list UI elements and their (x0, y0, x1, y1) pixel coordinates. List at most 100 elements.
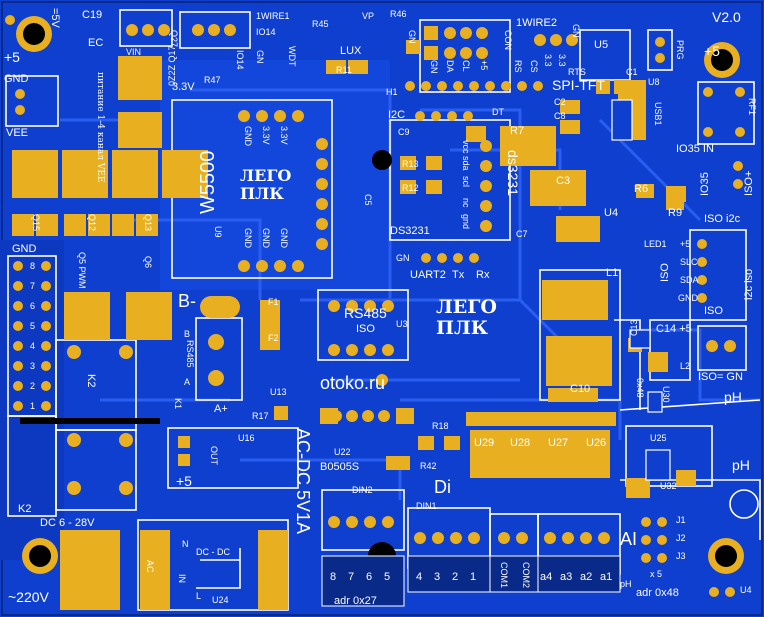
onewire1-label: 1WIRE1 (256, 11, 290, 21)
ph-right-label: pH (732, 457, 750, 473)
din-5-label: 5 (384, 571, 391, 583)
u28-label: U28 (510, 437, 531, 449)
c8-label: C8 (554, 111, 566, 121)
sda-label: sda (461, 156, 471, 171)
rf1-label: RF1 (747, 98, 757, 116)
vp-label: VP (362, 11, 375, 21)
k2-label-b: K2 (18, 503, 32, 515)
gn-uart-label: GN (396, 253, 410, 263)
r9-label: R9 (668, 207, 683, 219)
din1-label: DIN1 (416, 501, 437, 511)
gnd-iso-label: GND (678, 293, 698, 303)
ph-bottom-label: pH (620, 579, 632, 589)
a3-label: a3 (560, 571, 573, 583)
v33-w1-label: 3.3V (261, 126, 271, 145)
site-label: otoko.ru (320, 373, 386, 393)
j2-label: J2 (676, 533, 686, 543)
k1-label: K1 (173, 398, 183, 410)
din2-label: DIN2 (352, 485, 373, 495)
u32-label: U32 (660, 481, 677, 491)
io35-label: IO35 (699, 172, 711, 196)
gnd-label-c: GN (429, 60, 439, 74)
q17-label: 0Z2Z Q17 (167, 45, 177, 86)
ph-top-label: pH (724, 389, 742, 405)
dt-label: DT (492, 107, 504, 117)
con-label: CON (503, 30, 513, 50)
r17-label: R17 (252, 411, 269, 421)
rs485-label: RS485 (344, 305, 387, 321)
plus5-acdc-label: +5 (176, 473, 192, 489)
c19-label: C19 (82, 9, 103, 21)
screw-terminals (321, 555, 621, 607)
usb1-label: USB1 (653, 102, 663, 126)
q5-pwm-label: Q5 PWM (77, 252, 87, 289)
side-3-label: 3 (30, 361, 36, 371)
k2-label-a: K2 (85, 374, 97, 388)
vin-label: VIN (126, 47, 142, 57)
c7-label: C7 (516, 229, 528, 239)
side-7-label: 7 (30, 281, 36, 291)
r47-label: R47 (204, 75, 221, 85)
x48-label: 0x48 (635, 378, 645, 398)
logo-lego-plk-top: ЛЕГО ПЛК (240, 168, 291, 202)
c1-label: C1 (626, 67, 638, 77)
rts-label: RTS (568, 67, 586, 77)
din-3-label: 3 (434, 571, 441, 583)
led1-label: LED1 (644, 239, 667, 249)
a1-label: a1 (600, 571, 613, 583)
b-minus-label: B- (178, 291, 196, 311)
ai-label: AI (620, 529, 638, 549)
dc-dc-label: DC - DC (196, 547, 230, 557)
adr-27-label: adr 0x27 (334, 595, 377, 607)
din-7-label: 7 (348, 571, 355, 583)
ec-label: EC (88, 37, 104, 49)
iso-eq-gn-label: ISO= GN (698, 371, 743, 383)
u9-label: U9 (213, 226, 223, 238)
copper-pads (12, 40, 696, 610)
slc-label: SLC (680, 257, 698, 267)
iso-i2c-label: ISO i2c (704, 213, 741, 225)
logo-line2: ПЛК (436, 317, 489, 339)
c3-label: C3 (556, 175, 571, 187)
gn-spi-label: GN (571, 24, 581, 38)
vcc-label: vcc (461, 140, 471, 154)
r42-label: R42 (420, 461, 437, 471)
nc-label: nc (461, 198, 471, 208)
din-1-label: 1 (470, 571, 477, 583)
c5-label: C5 (363, 194, 373, 206)
logo-line2: ПЛК (240, 184, 284, 203)
c9-label: C9 (398, 127, 410, 137)
gnd-w3-label: GND (261, 228, 271, 248)
u16-label: U16 (238, 433, 255, 443)
r46-label: R46 (390, 9, 407, 19)
r7-label: R7 (510, 125, 525, 137)
di-label: Di (434, 477, 451, 497)
in-label: IN (177, 574, 187, 583)
scl-label: scl (461, 176, 471, 187)
f1-label: F1 (268, 297, 279, 307)
side-6-label: 6 (30, 301, 36, 311)
com2-label: COM2 (521, 562, 531, 589)
onewire2-label: 1WIRE2 (516, 17, 557, 29)
c2-label: C2 (554, 97, 566, 107)
io14-label-a: IO14 (256, 27, 276, 37)
din-2-label: 2 (452, 571, 459, 583)
u22-label: U22 (334, 447, 351, 457)
v33-label-a: 3.3 (543, 54, 553, 67)
gnd-w2-label: GND (243, 228, 253, 248)
cs-label: CS (529, 60, 539, 73)
u29-label: U29 (474, 437, 495, 449)
ground-pour-left (0, 240, 64, 560)
silk-bar (20, 418, 160, 424)
lux-label: LUX (340, 45, 362, 57)
gnd-q-label: GND (12, 243, 37, 255)
vee-label: VEE (6, 127, 29, 139)
l1-label: L1 (606, 267, 619, 279)
u8-label: U8 (648, 77, 660, 87)
plus5-iso-label: +5 (680, 239, 691, 249)
r45-label: R45 (312, 19, 329, 29)
q13-label: Q13 (143, 214, 153, 232)
q12-label: Q12 (87, 214, 97, 232)
